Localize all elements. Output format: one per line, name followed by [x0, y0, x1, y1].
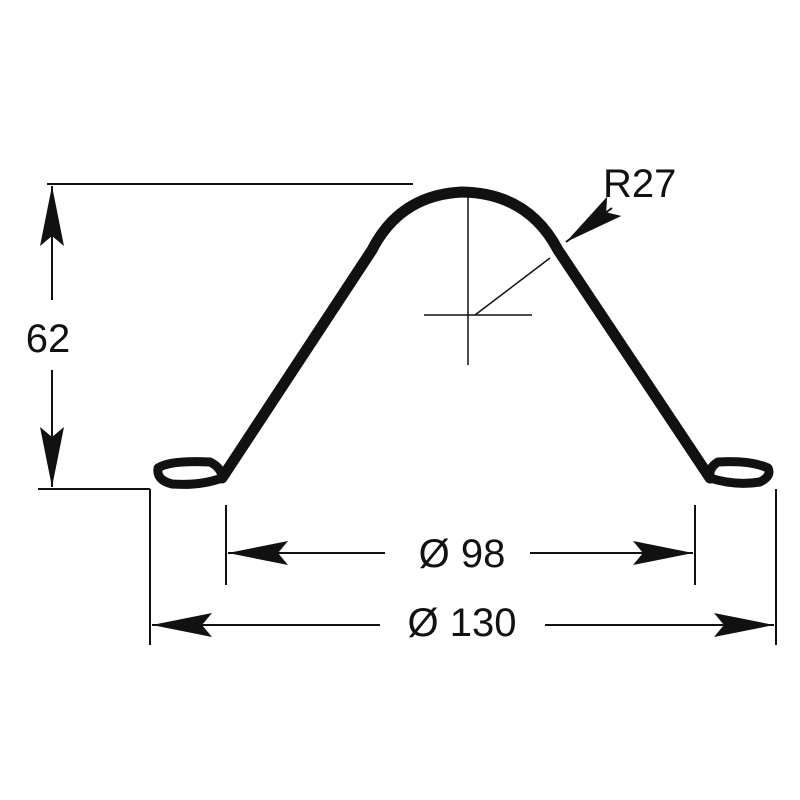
outer-diameter-dimension — [149, 489, 777, 645]
height-dimension — [38, 183, 413, 490]
radius-leader — [565, 196, 622, 243]
radius-label: R27 — [603, 162, 676, 206]
inner-diameter-dimension — [225, 505, 696, 585]
bracket-profile — [153, 186, 774, 489]
center-lines — [424, 192, 551, 365]
height-label: 62 — [26, 317, 71, 361]
inner-diameter-label: Ø 98 — [419, 532, 506, 576]
outer-diameter-label: Ø 130 — [408, 601, 517, 645]
